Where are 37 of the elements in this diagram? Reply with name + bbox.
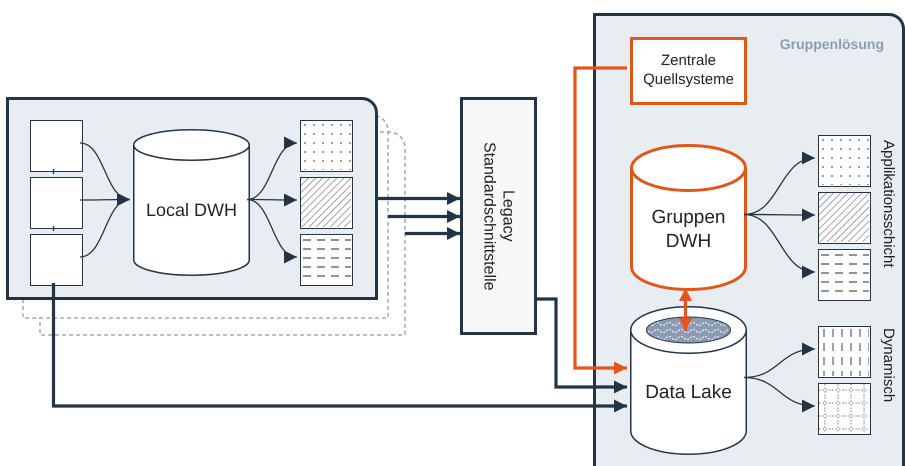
source-box [30, 120, 83, 172]
pattern-tile [818, 326, 871, 378]
connector-arrow [744, 214, 816, 277]
connector-arrow [744, 376, 816, 412]
connector-arrow [405, 227, 460, 240]
cylinder-label: Gruppen DWH [650, 206, 726, 254]
cylinder-label: Local DWH [146, 199, 238, 222]
connector-arrow [378, 192, 460, 205]
connector-arrow [679, 288, 692, 331]
source-box [30, 234, 83, 286]
connector-arrow [388, 210, 460, 223]
pattern-tile [818, 383, 871, 435]
connector-arrow [744, 343, 816, 378]
pattern-tile [818, 249, 871, 301]
source-box [30, 177, 83, 229]
group-panel [593, 13, 905, 466]
interface-label: Legacy Standardschnittstelle [480, 140, 518, 292]
pattern-tile [300, 234, 353, 286]
panel-title: Gruppenlösung [780, 36, 884, 52]
connector-arrow [537, 297, 627, 394]
connector-arrow [246, 139, 298, 200]
cylinder-label: Data Lake [645, 380, 732, 404]
pattern-tile [300, 120, 353, 172]
system-panel [6, 97, 378, 300]
pattern-tile [818, 135, 871, 187]
connector-arrow [573, 66, 627, 374]
connector-arrow [52, 283, 627, 412]
interface-box [460, 97, 537, 335]
connector-arrow [744, 153, 816, 216]
connector-arrow [80, 196, 130, 258]
connector-arrow [246, 198, 298, 261]
source-systems-box [630, 37, 747, 105]
pattern-tile [300, 177, 353, 229]
layer-label: Dynamisch [880, 328, 897, 402]
layer-label: Applikationsschicht [880, 140, 897, 268]
box-label: Zentrale Quellsysteme [642, 52, 735, 90]
pattern-tile [818, 192, 871, 244]
